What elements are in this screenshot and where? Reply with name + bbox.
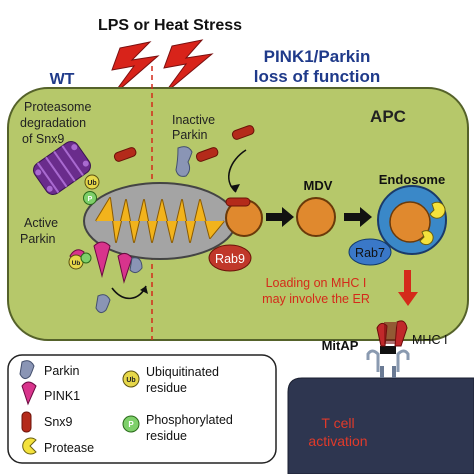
- legend-ub-line1: Ubiquitinated: [146, 365, 219, 379]
- rab7-label: Rab7: [355, 246, 385, 260]
- active-parkin-line1: Active: [24, 216, 58, 230]
- snx9-legend-icon: [21, 411, 32, 433]
- flow-arrow-2: [344, 207, 372, 227]
- proteasome-label-line2: degradation: [20, 116, 86, 130]
- mdv-label: MDV: [304, 178, 333, 193]
- legend-protease: Protease: [44, 441, 94, 455]
- p-legend-mark: P: [128, 420, 134, 429]
- rab7-badge: [348, 238, 392, 266]
- legend-p-line2: residue: [146, 429, 187, 443]
- snx9-free: [113, 125, 255, 162]
- t-cell-line1: T cell: [321, 415, 354, 431]
- ub-residue-icon: [84, 174, 100, 190]
- mitochondrion: [83, 182, 237, 260]
- mitap-label: MitAP: [322, 338, 359, 353]
- legend-box: [7, 354, 277, 464]
- apc-label: APC: [370, 107, 406, 126]
- wt-label: WT: [50, 71, 75, 88]
- proteasome-label-line1: Proteasome: [24, 100, 91, 114]
- endosome: [377, 185, 447, 255]
- rab9-label: Rab9: [215, 252, 245, 266]
- snx9-on-bud: [225, 197, 251, 207]
- legend-pink1: PINK1: [44, 389, 80, 403]
- lightning-icon: [111, 39, 214, 97]
- p-legend-icon: [122, 415, 140, 433]
- protease-legend-icon: [22, 437, 37, 455]
- parkin-free-bottom: [95, 294, 111, 314]
- inactive-parkin-line2: Parkin: [172, 128, 207, 142]
- condition-title-line1: PINK1/Parkin: [264, 47, 371, 66]
- t-cell: [287, 377, 474, 474]
- er-loading-line2: may involve the ER: [262, 292, 370, 306]
- active-parkin-line2: Parkin: [20, 232, 55, 246]
- stimulus-label: LPS or Heat Stress: [98, 17, 242, 34]
- p-residue-icon: [83, 191, 97, 205]
- pink1-cluster: Ub: [68, 241, 143, 284]
- pink1-legend-icon: [21, 381, 37, 406]
- inactive-parkin-line1: Inactive: [172, 113, 215, 127]
- ub-legend-mark: Ub: [126, 377, 135, 384]
- parkin-legend-icon: [19, 360, 35, 380]
- legend-ub-line2: residue: [146, 381, 187, 395]
- mhc-complex: [366, 320, 410, 378]
- parkin-inactive: [175, 146, 193, 177]
- endosome-label: Endosome: [379, 172, 445, 187]
- condition-title-line2: loss of function: [254, 67, 381, 86]
- legend-parkin: Parkin: [44, 364, 79, 378]
- legend-snx9: Snx9: [44, 415, 73, 429]
- mdv-vesicle: [296, 197, 336, 237]
- ub-legend-icon: [122, 370, 140, 388]
- flow-arrow-1: [266, 207, 294, 227]
- er-loading-line1: Loading on MHC I: [266, 276, 367, 290]
- proteasome-label-line3: of Snx9: [22, 132, 64, 146]
- t-cell-line2: activation: [308, 433, 367, 449]
- p-mark: P: [88, 196, 93, 203]
- loading-arrow: [398, 270, 418, 306]
- ub-mark: Ub: [87, 180, 96, 187]
- svg-text:Ub: Ub: [72, 260, 81, 267]
- proteasome-icon: [33, 140, 91, 196]
- mhc-label: MHC I: [412, 333, 447, 347]
- rab9-badge: [208, 244, 252, 272]
- legend-p-line1: Phosphorylated: [146, 413, 233, 427]
